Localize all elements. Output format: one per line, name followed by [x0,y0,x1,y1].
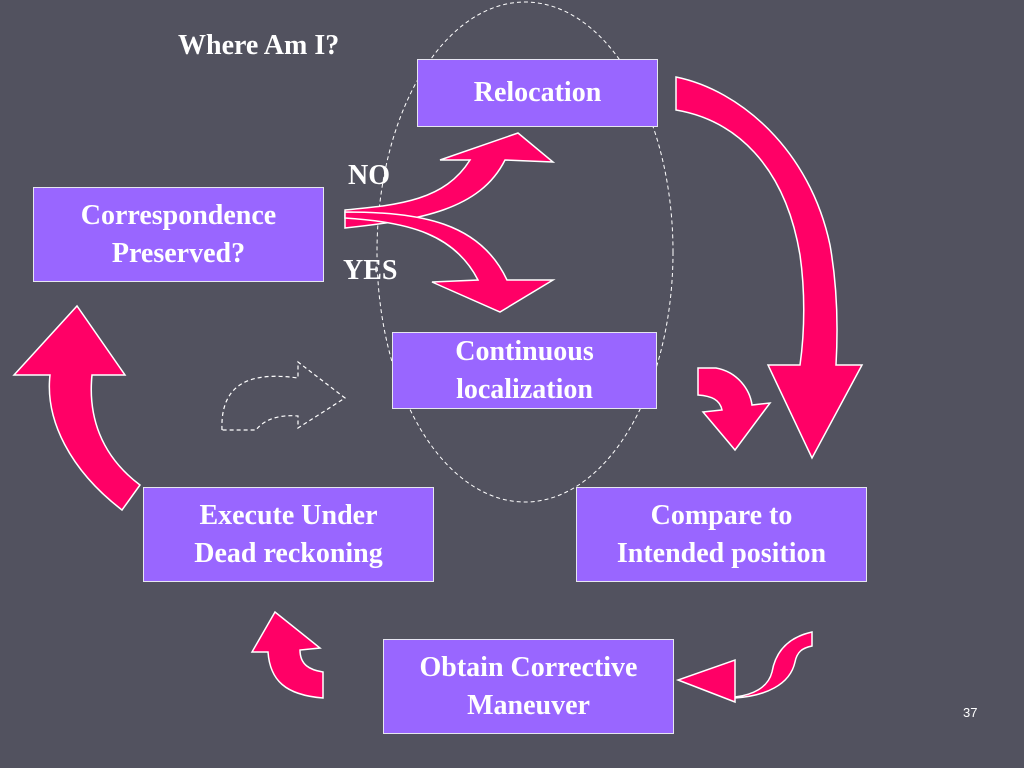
obtain-to-execute-arrow [250,610,324,699]
compare-label-line-2: Intended position [616,537,827,569]
correspondence-box: Correspondence Preserved? [33,187,324,282]
relocation-label: Relocation [473,77,602,108]
slide-title: Where Am I? [178,30,340,61]
execute-box: Execute Under Dead reckoning [143,487,434,582]
continuous-label-line-2: localization [456,373,593,405]
yes-label: YES [343,255,398,286]
execute-to-correspondence-arrow [12,304,142,512]
no-label: NO [348,160,390,191]
yes-branch-arrow [344,211,556,313]
correspondence-label-line-1: Correspondence [80,199,277,231]
execute-label-line-2: Dead reckoning [194,537,383,569]
relocation-to-compare-arrow [675,76,864,460]
grouping-ellipse [376,1,674,503]
compare-box: Compare to Intended position [576,487,867,582]
obtain-label-line-2: Maneuver [467,689,590,721]
continuous-box: Continuous localization [392,332,657,409]
dashed-curved-arrow [221,360,347,431]
page-number: 37 [963,705,978,720]
compare-label-line-1: Compare to [650,499,793,531]
correspondence-label-line-2: Preserved? [111,237,246,269]
continuous-label-line-1: Continuous [455,335,594,367]
small-curved-arrow-right [697,367,772,452]
execute-label-line-1: Execute Under [199,499,378,531]
obtain-label-line-1: Obtain Corrective [419,651,638,683]
relocation-box: Relocation [417,59,658,127]
obtain-box: Obtain Corrective Maneuver [383,639,674,734]
compare-to-obtain-arrow [675,631,813,704]
